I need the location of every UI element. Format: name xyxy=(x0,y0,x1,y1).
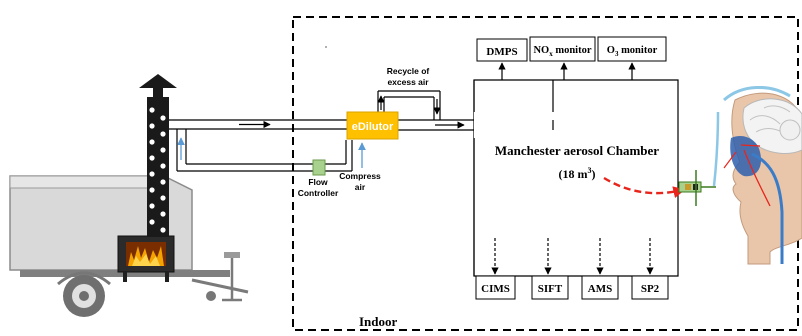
dmps-label: DMPS xyxy=(486,46,517,58)
chimney-cap-icon xyxy=(139,74,177,88)
edilutor-box xyxy=(346,111,399,140)
sp2-label: SP2 xyxy=(641,283,660,295)
trailer-roof-line xyxy=(9,175,165,189)
chimney xyxy=(139,74,177,237)
trailer-with-stove xyxy=(9,74,249,317)
indoor-boundary xyxy=(292,16,799,331)
flow-controller-valve xyxy=(312,159,326,176)
wood-stove xyxy=(117,235,175,282)
sp2-box xyxy=(631,275,669,300)
chamber-volume: (18 m3) xyxy=(559,166,596,181)
dmps-box xyxy=(476,38,528,62)
trailer-tow-bar xyxy=(191,278,249,294)
chamber-title: Manchester aerosol Chamber xyxy=(495,143,659,158)
trailer-wheel xyxy=(57,271,111,317)
sift-label: SIFT xyxy=(538,283,563,295)
chamber: Manchester aerosol Chamber (18 m3) xyxy=(473,79,679,277)
sift-box xyxy=(531,275,569,300)
exposure-arrow xyxy=(603,176,686,199)
ams-box xyxy=(581,275,619,300)
compress-air-label-line1: Compress xyxy=(339,171,381,181)
flow-controller-label-line1: Flow xyxy=(308,177,328,187)
cims-box xyxy=(475,275,516,300)
human-head-illustration xyxy=(678,85,802,265)
nox-monitor-box xyxy=(529,36,596,62)
edilutor-label: eDilutor xyxy=(352,121,394,133)
ams-label: AMS xyxy=(588,283,612,295)
o3-monitor-label: O3 monitor xyxy=(607,45,658,58)
indoor-label: Indoor xyxy=(359,314,398,329)
recycle-label-line2: excess air xyxy=(387,77,429,87)
bottom-instruments: CIMS SIFT AMS SP2 xyxy=(475,238,669,300)
compress-air-label-line2: air xyxy=(355,182,366,192)
breathing-mask-icon xyxy=(723,85,791,102)
flow-controller-label-line2: Controller xyxy=(298,188,339,198)
nox-monitor-label: NOx monitor xyxy=(533,45,591,58)
airway-tube xyxy=(751,152,784,264)
top-instruments: DMPS NOx monitor O3 monitor xyxy=(476,36,667,80)
recycle-label-line1: Recycle of xyxy=(387,66,430,76)
o3-monitor-box xyxy=(597,36,667,62)
cerebellum-icon xyxy=(779,119,801,141)
cims-label: CIMS xyxy=(481,283,510,295)
